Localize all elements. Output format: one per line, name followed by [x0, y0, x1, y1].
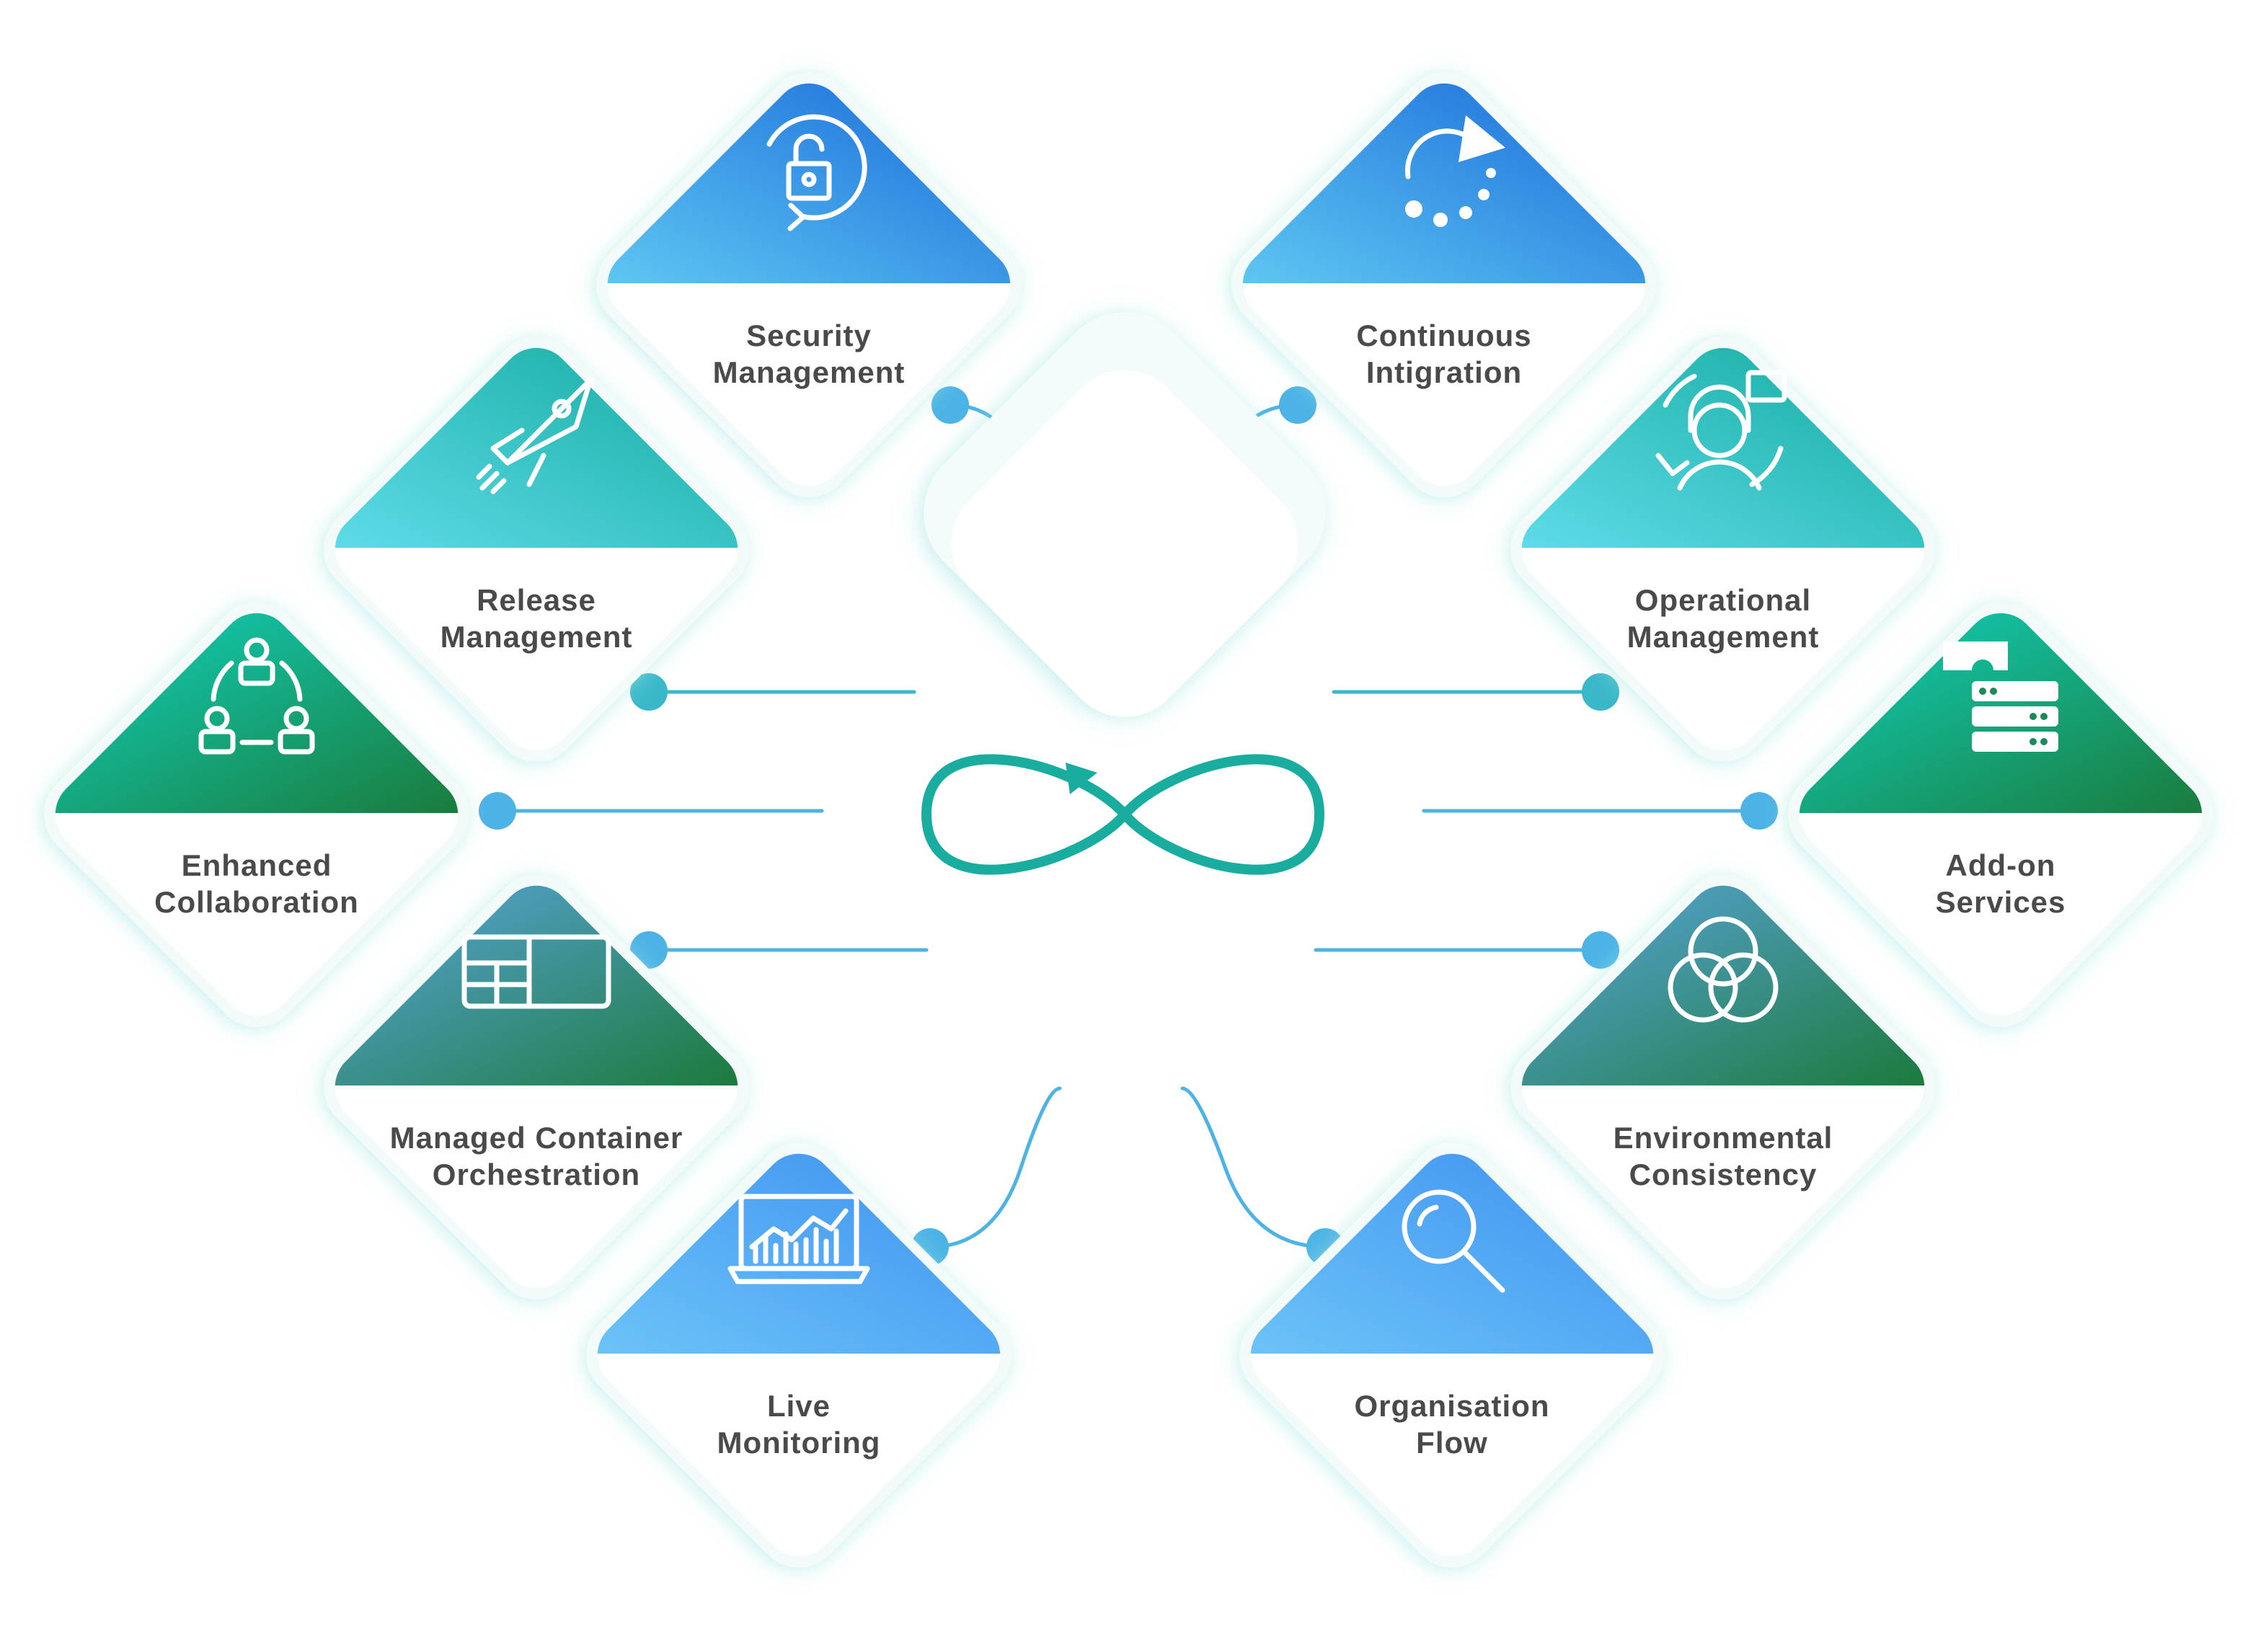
organisation-flow-connector — [1180, 1086, 1327, 1249]
release-management-label-line1: Release — [477, 583, 596, 617]
environmental-consistency-connector-dot — [1582, 931, 1619, 969]
environmental-consistency-label-line2: Consistency — [1629, 1158, 1818, 1191]
operational-management-label-line2: Management — [1627, 620, 1820, 654]
managed-container-orchestration-label-line1: Managed Container — [390, 1121, 683, 1155]
operational-management-label-line1: Operational — [1635, 583, 1811, 617]
continuous-integration-label-line2: Intigration — [1366, 355, 1522, 389]
release-management-label-line2: Management — [441, 620, 633, 654]
enhanced-collaboration-label-line2: Collaboration — [154, 885, 359, 919]
live-monitoring-label-line1: Live — [767, 1389, 831, 1423]
add-on-services-connector-dot — [1740, 792, 1778, 830]
rocket-icon — [476, 377, 593, 494]
organisation-flow-label-line1: Organisation — [1354, 1389, 1549, 1423]
security-management-connector-dot — [931, 386, 969, 424]
interlocked-rings-icon — [1668, 916, 1779, 1023]
center-diamond-inner — [951, 370, 1298, 717]
infinity-loop-icon — [921, 754, 1325, 875]
live-monitoring-connector — [928, 1086, 1062, 1249]
managed-container-orchestration-label-line2: Orchestration — [433, 1158, 640, 1191]
security-management-label-line1: Security — [746, 319, 872, 352]
continuous-integration-header — [1228, 68, 1660, 283]
organisation-flow-label-line2: Flow — [1416, 1426, 1488, 1460]
enhanced-collaboration-label-line1: Enhanced — [182, 848, 332, 882]
puzzle-server-icon — [1943, 641, 2058, 752]
magnifier-icon — [1402, 1189, 1505, 1293]
add-on-services-label-line1: Add-on — [1946, 848, 2056, 882]
release-management-connector-dot — [630, 673, 668, 711]
continuous-integration-connector-dot — [1279, 386, 1316, 424]
center-node[interactable] — [895, 284, 1354, 875]
continuous-integration-label-line1: Continuous — [1356, 319, 1531, 352]
managed-container-orchestration-connector-dot — [630, 931, 668, 969]
refresh-arrow-icon — [1404, 115, 1505, 227]
enhanced-collaboration-connector-dot — [479, 792, 516, 830]
environmental-consistency-label-line1: Environmental — [1614, 1121, 1833, 1155]
unlock-cycle-icon — [766, 114, 867, 231]
security-management-label-line2: Management — [713, 355, 906, 389]
support-agent-icon — [1655, 370, 1787, 491]
live-monitoring-label-line2: Monitoring — [717, 1426, 881, 1460]
laptop-chart-icon — [727, 1194, 870, 1284]
team-cycle-icon — [198, 637, 315, 755]
connectors — [479, 386, 1778, 1266]
operational-management-connector-dot — [1582, 673, 1619, 711]
add-on-services-label-line2: Services — [1936, 885, 2066, 919]
nodes: SecurityManagementContinuousIntigrationR… — [40, 68, 2231, 1586]
container-layout-icon — [461, 934, 611, 1009]
